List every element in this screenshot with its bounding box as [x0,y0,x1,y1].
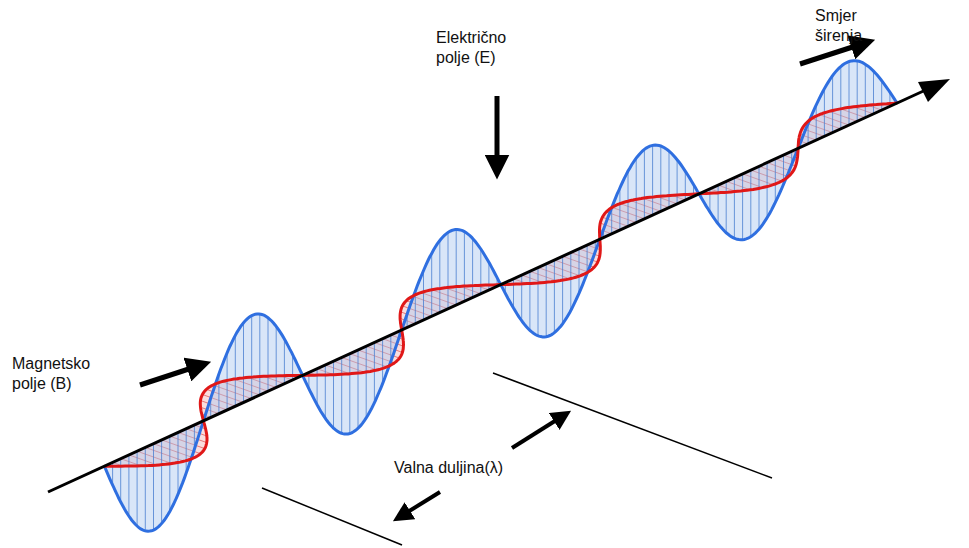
wavelength-bound [262,488,402,545]
axis-arrowhead [918,79,950,102]
propagation-axis [48,88,930,492]
magnetic-field-label: Magnetsko polje (B) [12,354,112,394]
electric-field-hatch [104,61,890,531]
electric-field-label: Električno polje (E) [436,28,532,68]
magnetic-pointer-arrow [140,364,204,385]
direction-label: Smjer širenja [815,6,862,46]
electric-field-wave [104,61,897,532]
direction-arrow [800,42,868,64]
wavelength-bound [493,373,772,478]
electric-field-fill [104,61,897,532]
wavelength-arrow [512,414,566,448]
wavelength-label: Valna duljina(λ) [394,458,503,478]
wavelength-arrow [398,492,440,518]
electric-pointer-arrow [495,96,500,172]
